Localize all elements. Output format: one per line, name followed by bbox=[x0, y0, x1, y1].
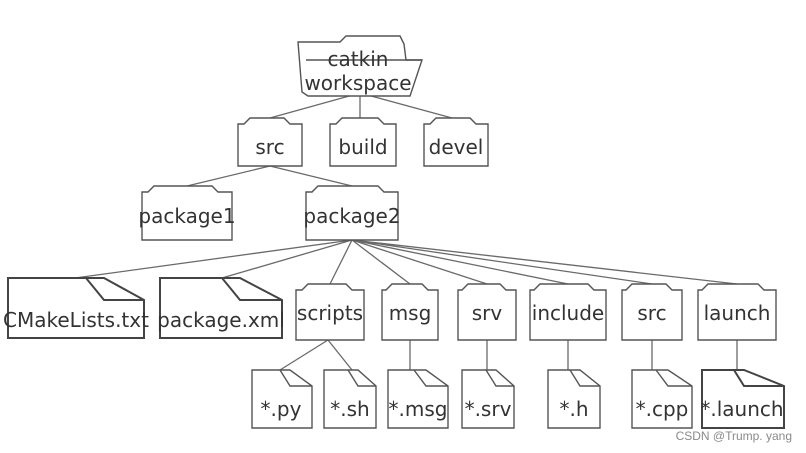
scripts-folder-icon bbox=[295, 283, 365, 341]
cmakelists-file-icon bbox=[7, 277, 145, 339]
msg-folder-label: msg bbox=[389, 301, 432, 325]
package2-label: package2 bbox=[303, 204, 400, 228]
srv-folder-label: srv bbox=[472, 301, 503, 325]
h-file-label: *.h bbox=[559, 397, 588, 421]
msg-file-label: *.msg bbox=[389, 397, 448, 421]
cpp-file-icon bbox=[631, 369, 693, 429]
srv-file-label: *.srv bbox=[465, 397, 512, 421]
cpp-file-label: *.cpp bbox=[636, 397, 689, 421]
src-folder-icon bbox=[237, 117, 303, 167]
launch-folder-label: launch bbox=[704, 301, 771, 325]
watermark: CSDN @Trump. yang bbox=[675, 429, 792, 443]
cmakelists-label: CMakeLists.txt bbox=[3, 308, 149, 332]
package2-folder-icon bbox=[305, 185, 399, 241]
catkin-workspace-folder-icon bbox=[297, 35, 423, 97]
src-pkg-folder-label: src bbox=[637, 301, 666, 325]
root-label-line1: catkin bbox=[328, 47, 389, 71]
devel-folder-label: devel bbox=[429, 135, 484, 159]
msg-folder-icon bbox=[381, 283, 439, 341]
build-folder-label: build bbox=[338, 135, 387, 159]
package1-folder-icon bbox=[141, 185, 233, 241]
src-folder-label: src bbox=[255, 135, 284, 159]
package-xml-label: package.xml bbox=[157, 308, 285, 332]
src-pkg-folder-icon bbox=[621, 283, 683, 341]
include-folder-icon bbox=[529, 283, 607, 341]
srv-file-icon bbox=[461, 369, 515, 429]
root-label-line2: workspace bbox=[304, 71, 411, 95]
msg-file-icon bbox=[387, 369, 449, 429]
scripts-folder-label: scripts bbox=[297, 301, 363, 325]
sh-file-label: *.sh bbox=[330, 397, 369, 421]
build-folder-icon bbox=[329, 117, 397, 167]
srv-folder-icon bbox=[457, 283, 517, 341]
connector-lines bbox=[74, 92, 738, 371]
launch-file-icon bbox=[701, 369, 785, 429]
include-folder-label: include bbox=[532, 301, 604, 325]
py-file-icon bbox=[251, 369, 313, 429]
package-xml-file-icon bbox=[159, 277, 283, 339]
launch-file-label: *.launch bbox=[700, 397, 783, 421]
sh-file-icon bbox=[323, 369, 377, 429]
launch-folder-icon bbox=[697, 283, 777, 341]
py-file-label: *.py bbox=[261, 397, 302, 421]
devel-folder-icon bbox=[423, 117, 489, 167]
package1-label: package1 bbox=[138, 204, 235, 228]
h-file-icon bbox=[547, 369, 601, 429]
